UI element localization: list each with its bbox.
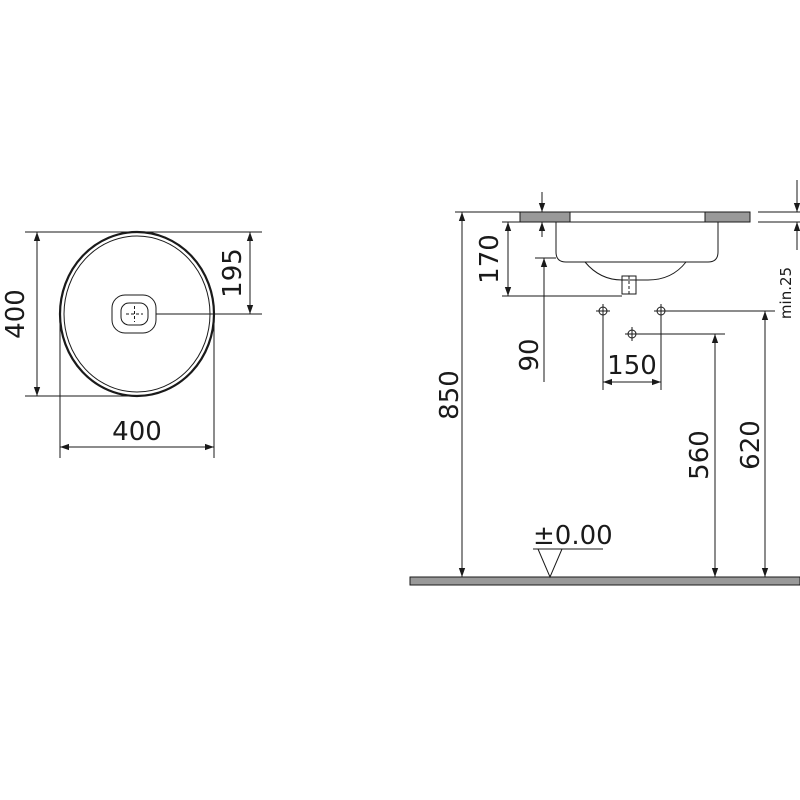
section-view: 850 170 90 150 560 620 min.25 xyxy=(409,180,800,586)
top-width-label: 400 xyxy=(112,417,162,447)
water-inlet-left-icon xyxy=(596,304,610,318)
top-offset-label: 195 xyxy=(218,248,248,298)
floor-level-marker-icon xyxy=(533,548,603,579)
basin-depth-label: 170 xyxy=(475,234,505,284)
drain-offset-label: 90 xyxy=(515,338,545,371)
top-height-label: 400 xyxy=(1,289,31,339)
waste-outlet-icon xyxy=(625,327,639,341)
inlet-height-label: 560 xyxy=(685,430,715,480)
total-height-label: 850 xyxy=(435,370,465,420)
tap-spacing-label: 150 xyxy=(607,351,657,381)
top-view: 400 195 400 xyxy=(1,230,262,458)
outlet-height-label: 620 xyxy=(736,420,766,470)
min-clearance-label: min.25 xyxy=(777,267,795,319)
water-inlet-right-icon xyxy=(654,304,668,318)
countertop-right xyxy=(704,211,751,223)
floor-level-label: ±0.00 xyxy=(533,521,613,551)
floor xyxy=(409,576,800,586)
drain-inner xyxy=(120,302,149,326)
basin-bowl xyxy=(584,261,687,281)
countertop-left xyxy=(519,211,571,223)
basin-body xyxy=(555,222,719,263)
